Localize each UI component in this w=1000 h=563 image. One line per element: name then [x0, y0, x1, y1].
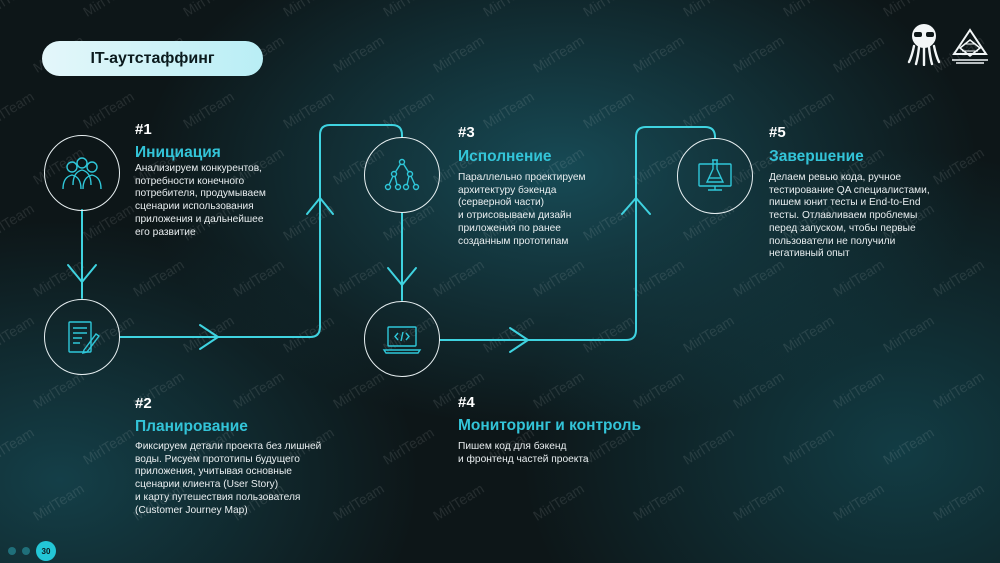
step-3-description: Параллельно проектируем архитектуру бэке… [458, 172, 586, 247]
step-5-node [677, 138, 753, 214]
step-2-node [44, 299, 120, 375]
step-2-title: Планирование [135, 418, 248, 435]
step-5-number: #5 [769, 124, 786, 141]
document-pen-icon [68, 321, 101, 354]
page-indicator: 30 [8, 541, 56, 561]
step-4-title: Мониторинг и контроль [458, 417, 641, 434]
hierarchy-icon [384, 158, 420, 191]
page-dot [8, 547, 16, 555]
page-number-badge: 30 [36, 541, 56, 561]
octopus-logo-icon [907, 24, 941, 66]
step-4-node [364, 301, 440, 377]
flask-monitor-icon [698, 159, 732, 191]
step-4-description: Пишем код для бэкенд и фронтенд частей п… [458, 441, 589, 465]
step-3-node [364, 137, 440, 213]
team-icon [62, 157, 102, 190]
step-5-description: Делаем ревью кода, ручное тестирование Q… [769, 172, 930, 260]
step-5-title: Завершение [769, 148, 864, 165]
step-3-title: Исполнение [458, 148, 552, 165]
step-1-number: #1 [135, 121, 152, 138]
step-1-node [44, 135, 120, 211]
step-4-number: #4 [458, 394, 475, 411]
cube-logo-icon [952, 28, 988, 64]
page-dot [22, 547, 30, 555]
step-1-description: Анализируем конкурентов, потребности кон… [135, 163, 266, 238]
laptop-code-icon [382, 326, 422, 354]
step-2-description: Фиксируем детали проекта без лишней воды… [135, 441, 322, 516]
step-3-number: #3 [458, 124, 475, 141]
step-1-title: Инициация [135, 144, 221, 161]
page-title: IT-аутстаффинг [42, 41, 263, 76]
step-2-number: #2 [135, 395, 152, 412]
